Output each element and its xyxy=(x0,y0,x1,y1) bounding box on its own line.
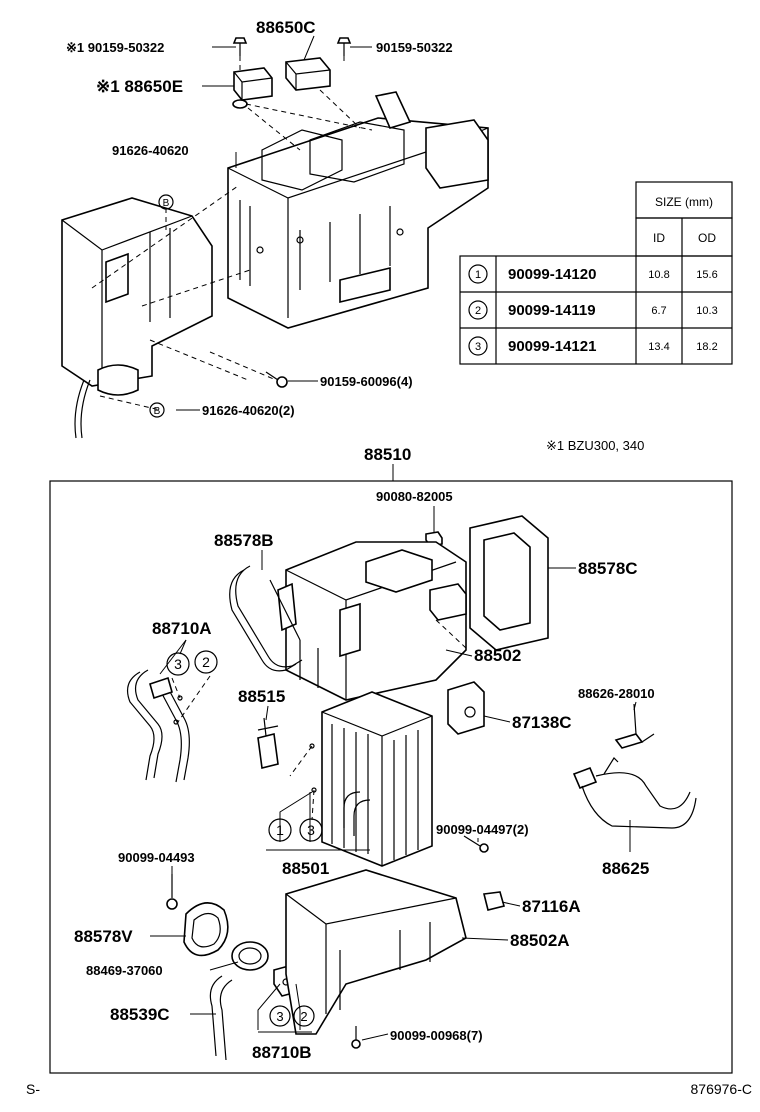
table-header-size: SIZE (mm) xyxy=(655,195,713,209)
label-88469: 88469-37060 xyxy=(86,963,163,978)
label-00968: 90099-00968(7) xyxy=(390,1028,483,1043)
svg-text:3: 3 xyxy=(307,822,315,838)
table-row: 2 90099-14119 6.7 10.3 xyxy=(468,300,718,320)
svg-text:18.2: 18.2 xyxy=(696,341,717,353)
circle-marker: 2 xyxy=(194,650,218,674)
label-88502a: 88502A xyxy=(510,931,570,950)
resistor-icon xyxy=(447,681,485,735)
label-04497: 90099-04497(2) xyxy=(436,822,529,837)
clip-87116a-icon xyxy=(483,891,505,911)
screw-00968-icon xyxy=(351,1026,361,1049)
screw-icon xyxy=(265,371,288,388)
svg-text:B: B xyxy=(154,406,161,417)
label-90080: 90080-82005 xyxy=(376,489,453,504)
assembly-frame xyxy=(49,480,733,1074)
top-section: B B ※1 90159-50322 88650C 90159-50322 ※1… xyxy=(61,18,489,439)
svg-text:1: 1 xyxy=(475,269,481,281)
lower-case-icon xyxy=(285,869,467,1035)
svg-text:2: 2 xyxy=(300,1009,307,1024)
inner-dash-lines xyxy=(171,619,467,821)
sensor-e-icon xyxy=(232,67,273,109)
bolt-04493-icon xyxy=(166,874,178,910)
label-clip-b-top: 91626-40620 xyxy=(112,143,189,158)
label-88710b: 88710B xyxy=(252,1043,312,1062)
svg-text:90099-14119: 90099-14119 xyxy=(508,302,596,319)
bolt-right-icon xyxy=(336,37,352,56)
label-87116a: 87116A xyxy=(522,897,581,916)
upper-case-icon xyxy=(277,541,467,701)
circle-marker: 3 xyxy=(166,652,190,676)
label-assembly: 88510 xyxy=(364,445,411,464)
svg-text:1: 1 xyxy=(276,822,284,838)
label-88539c: 88539C xyxy=(110,1005,170,1024)
svg-text:3: 3 xyxy=(174,656,182,672)
pipe-b-icon xyxy=(229,565,303,672)
footer-right: 876976-C xyxy=(691,1081,753,1097)
size-table: SIZE (mm) ID OD 1 90099-14120 10.8 15.6 … xyxy=(459,181,733,365)
label-88501: 88501 xyxy=(282,859,329,878)
hose-icon xyxy=(209,975,233,1061)
marker-b-top: B xyxy=(158,194,174,210)
seal-v-icon xyxy=(183,902,229,957)
label-clip-b-bottom: 91626-40620(2) xyxy=(202,403,295,418)
label-88502: 88502 xyxy=(474,646,521,665)
heater-unit-icon xyxy=(227,91,489,329)
marker-b-bottom: B xyxy=(149,402,165,418)
harness-icon xyxy=(572,757,697,829)
sensor-c-icon xyxy=(285,57,331,91)
table-row: 1 90099-14120 10.8 15.6 xyxy=(468,264,718,284)
pipe-a-icon xyxy=(127,669,190,783)
svg-text:10.3: 10.3 xyxy=(696,305,717,317)
svg-text:10.8: 10.8 xyxy=(648,269,669,281)
svg-text:90099-14121: 90099-14121 xyxy=(508,338,596,355)
label-88710a: 88710A xyxy=(152,619,212,638)
circle-marker: 3 xyxy=(299,818,323,842)
seal-frame-icon xyxy=(469,515,549,651)
table-header-od: OD xyxy=(698,231,716,245)
bolt-left-icon xyxy=(232,37,248,56)
circle-marker: 2 xyxy=(293,1005,315,1027)
table-row: 3 90099-14121 13.4 18.2 xyxy=(468,336,718,356)
oring-icon xyxy=(231,941,269,971)
table-header-id: ID xyxy=(653,231,665,245)
svg-text:6.7: 6.7 xyxy=(651,305,666,317)
assembly-parts xyxy=(127,506,697,1061)
label-sensor-c: 88650C xyxy=(256,18,316,37)
svg-text:2: 2 xyxy=(202,654,210,670)
label-sensor-e: ※1 88650E xyxy=(96,77,183,96)
label-88578c: 88578C xyxy=(578,559,638,578)
footer-left: S- xyxy=(26,1081,40,1097)
svg-text:15.6: 15.6 xyxy=(696,269,717,281)
circle-marker: 3 xyxy=(269,1005,291,1027)
label-88625: 88625 xyxy=(602,859,649,878)
screw-04497-icon xyxy=(463,835,489,853)
inner-leaders xyxy=(150,550,637,1041)
label-bolt-right: 90159-50322 xyxy=(376,40,453,55)
valve-icon xyxy=(257,717,279,769)
blower-case-icon xyxy=(61,197,213,439)
label-88578b: 88578B xyxy=(214,531,274,550)
connector-icon xyxy=(614,703,655,749)
evaporator-icon xyxy=(309,691,433,867)
top-dash-lines xyxy=(91,56,373,411)
label-screw-4: 90159-60096(4) xyxy=(320,374,413,389)
svg-text:90099-14120: 90099-14120 xyxy=(508,266,596,283)
svg-text:2: 2 xyxy=(475,305,481,317)
circle-marker: 1 xyxy=(268,818,292,842)
note-text: ※1 BZU300, 340 xyxy=(546,438,644,453)
top-leaders xyxy=(176,35,372,411)
svg-text:13.4: 13.4 xyxy=(648,341,669,353)
label-88578v: 88578V xyxy=(74,927,133,946)
label-88626: 88626-28010 xyxy=(578,686,655,701)
label-04493: 90099-04493 xyxy=(118,850,195,865)
label-bolt-left: ※1 90159-50322 xyxy=(66,40,164,55)
label-87138c: 87138C xyxy=(512,713,572,732)
svg-text:B: B xyxy=(163,198,170,209)
svg-text:3: 3 xyxy=(475,341,481,353)
svg-text:3: 3 xyxy=(276,1009,283,1024)
label-88515: 88515 xyxy=(238,687,285,706)
